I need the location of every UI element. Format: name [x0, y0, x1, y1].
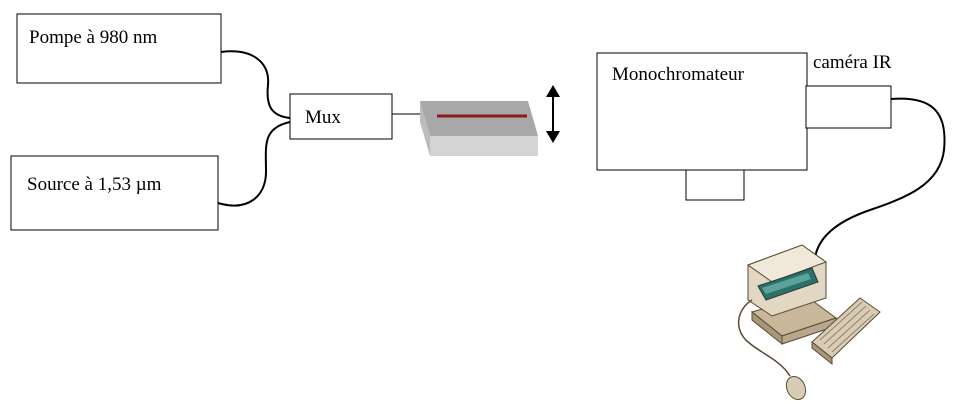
computer-icon — [738, 244, 881, 401]
sample-waveguide — [420, 101, 538, 156]
ir-camera-label: caméra IR — [813, 52, 892, 73]
pump-fiber — [220, 50, 291, 119]
double-arrow-vertical-icon — [546, 85, 560, 143]
pump-laser-label: Pompe à 980 nm — [29, 27, 157, 48]
signal-source-label: Source à 1,53 µm — [27, 174, 162, 195]
mux-box: Mux — [289, 93, 393, 140]
camera-cable — [814, 97, 946, 259]
monochromator-box: Monochromateur — [596, 52, 808, 171]
monochromator-base — [685, 169, 745, 201]
mux-label: Mux — [305, 107, 341, 128]
pump-laser-box: Pompe à 980 nm — [16, 13, 222, 84]
signal-source-box: Source à 1,53 µm — [10, 155, 219, 231]
source-fiber — [217, 121, 291, 207]
ir-camera-box — [805, 85, 892, 129]
monochromator-label: Monochromateur — [612, 64, 745, 85]
